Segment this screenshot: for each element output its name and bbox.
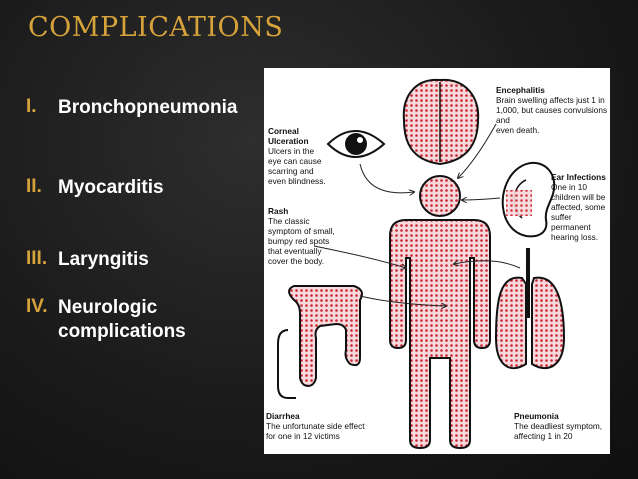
lungs-shape	[494, 248, 566, 370]
corneal-label: Corneal Ulceration Ulcers in the eye can…	[268, 126, 336, 186]
list-item-text: Myocarditis	[58, 177, 164, 198]
list-item-number: I.	[26, 96, 37, 117]
corneal-heading: Corneal Ulceration	[268, 126, 309, 146]
illustration-graphic	[277, 78, 566, 450]
pneumonia-body: The deadliest symptom, affecting 1 in 20	[514, 421, 603, 441]
brain-shape	[402, 78, 480, 166]
slide-title: COMPLICATIONS	[28, 12, 284, 43]
complications-illustration: Encephalitis Brain swelling affects just…	[264, 68, 610, 454]
rash-label: Rash The classic symptom of small, bumpy…	[268, 206, 354, 266]
ear-infections-body: One in 10 children will be affected, som…	[551, 182, 606, 242]
pneumonia-heading: Pneumonia	[514, 411, 559, 421]
rash-heading: Rash	[268, 206, 289, 216]
diarrhea-label: Diarrhea The unfortunate side effect for…	[266, 411, 396, 441]
corneal-body: Ulcers in the eye can cause scarring and…	[268, 146, 326, 186]
ear-infections-label: Ear Infections One in 10 children will b…	[551, 172, 609, 242]
list-item-number: III.	[26, 248, 48, 269]
list-item-number: IV.	[26, 296, 48, 317]
pneumonia-label: Pneumonia The deadliest symptom, affecti…	[514, 411, 610, 441]
ear-infections-heading: Ear Infections	[551, 172, 606, 182]
ear-shape	[501, 161, 556, 238]
list-item: II. Myocarditis	[26, 176, 164, 200]
rash-body: The classic symptom of small, bumpy red …	[268, 216, 335, 266]
body-shape	[389, 175, 491, 450]
list-item: I. Bronchopneumonia	[26, 96, 237, 120]
list-item: III. Laryngitis	[26, 248, 149, 272]
list-item-text: Neurologic complications	[58, 297, 186, 342]
list-item-text: Bronchopneumonia	[58, 97, 238, 118]
list-item-text: Laryngitis	[58, 249, 149, 270]
diarrhea-body: The unfortunate side effect for one in 1…	[266, 421, 365, 441]
encephalitis-heading: Encephalitis	[496, 85, 545, 95]
encephalitis-body: Brain swelling affects just 1 in 1,000, …	[496, 95, 608, 135]
list-item-number: II.	[26, 176, 42, 197]
eye-shape	[326, 130, 386, 158]
pointer-arrows	[313, 123, 521, 306]
encephalitis-label: Encephalitis Brain swelling affects just…	[496, 85, 608, 135]
list-item: IV. Neurologic complications	[26, 296, 186, 344]
intestine-shape	[277, 285, 363, 399]
diarrhea-heading: Diarrhea	[266, 411, 300, 421]
